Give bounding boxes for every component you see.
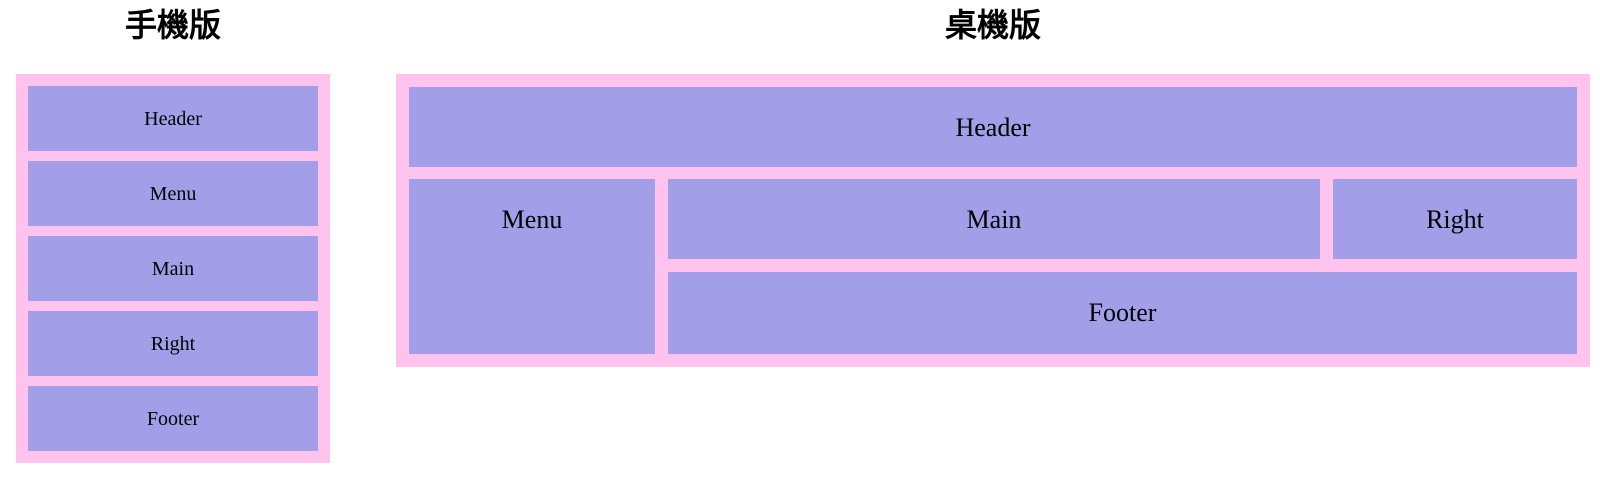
desktop-body-row: Menu Main Right Footer <box>409 179 1577 354</box>
desktop-panel-title: 桌機版 <box>944 7 1041 43</box>
mobile-frame: Header Menu Main Right Footer <box>16 74 330 463</box>
desktop-content-column: Main Right Footer <box>668 179 1577 354</box>
mobile-right-box: Right <box>28 311 318 376</box>
desktop-layout-panel: 桌機版 Header Menu Main Right Footer <box>396 4 1590 367</box>
desktop-frame: Header Menu Main Right Footer <box>396 74 1590 367</box>
mobile-layout-panel: 手機版 Header Menu Main Right Footer <box>16 4 330 463</box>
desktop-main-box: Main <box>668 179 1320 259</box>
desktop-footer-box: Footer <box>668 272 1577 354</box>
mobile-panel-title: 手機版 <box>124 7 221 43</box>
mobile-header-box: Header <box>28 86 318 151</box>
mobile-main-box: Main <box>28 236 318 301</box>
desktop-menu-box: Menu <box>409 179 655 354</box>
mobile-menu-box: Menu <box>28 161 318 226</box>
desktop-main-row: Main Right <box>668 179 1577 259</box>
desktop-right-box: Right <box>1333 179 1577 259</box>
mobile-footer-box: Footer <box>28 386 318 451</box>
desktop-header-box: Header <box>409 87 1577 167</box>
